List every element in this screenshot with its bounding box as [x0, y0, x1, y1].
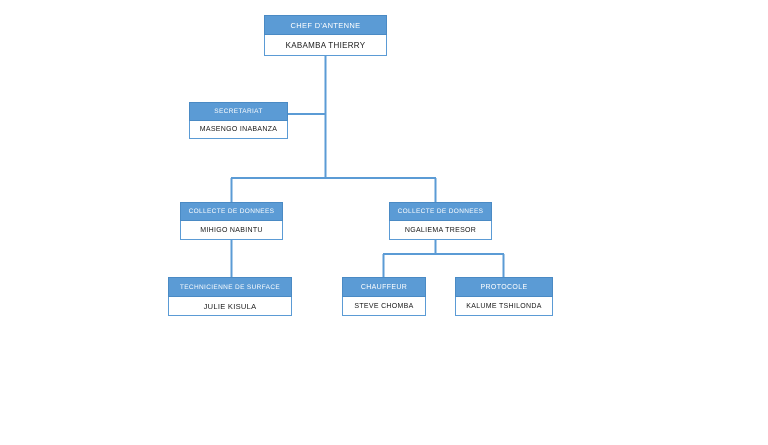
node-chef-antenne-title: CHEF D'ANTENNE — [264, 15, 387, 35]
node-collecte-donnees-left-title: COLLECTE DE DONNEES — [180, 202, 283, 221]
node-collecte-donnees-right-title: COLLECTE DE DONNEES — [389, 202, 492, 221]
node-chauffeur[interactable]: CHAUFFEUR STEVE CHOMBA — [342, 277, 426, 316]
node-protocole-name: KALUME TSHILONDA — [455, 297, 553, 316]
node-collecte-donnees-right-name: NGALIEMA TRESOR — [389, 221, 492, 240]
node-collecte-donnees-left[interactable]: COLLECTE DE DONNEES MIHIGO NABINTU — [180, 202, 283, 240]
node-technicienne-surface-title: TECHNICIENNE DE SURFACE — [168, 277, 292, 297]
node-secretariat-title: SECRETARIAT — [189, 102, 288, 121]
node-secretariat-name: MASENGO INABANZA — [189, 121, 288, 139]
node-technicienne-surface[interactable]: TECHNICIENNE DE SURFACE JULIE KISULA — [168, 277, 292, 316]
node-chauffeur-title: CHAUFFEUR — [342, 277, 426, 297]
node-protocole-title: PROTOCOLE — [455, 277, 553, 297]
node-secretariat[interactable]: SECRETARIAT MASENGO INABANZA — [189, 102, 288, 139]
node-collecte-donnees-right[interactable]: COLLECTE DE DONNEES NGALIEMA TRESOR — [389, 202, 492, 240]
node-chef-antenne[interactable]: CHEF D'ANTENNE KABAMBA THIERRY — [264, 15, 387, 56]
node-chef-antenne-name: KABAMBA THIERRY — [264, 35, 387, 56]
node-technicienne-surface-name: JULIE KISULA — [168, 297, 292, 316]
node-protocole[interactable]: PROTOCOLE KALUME TSHILONDA — [455, 277, 553, 316]
node-chauffeur-name: STEVE CHOMBA — [342, 297, 426, 316]
node-collecte-donnees-left-name: MIHIGO NABINTU — [180, 221, 283, 240]
